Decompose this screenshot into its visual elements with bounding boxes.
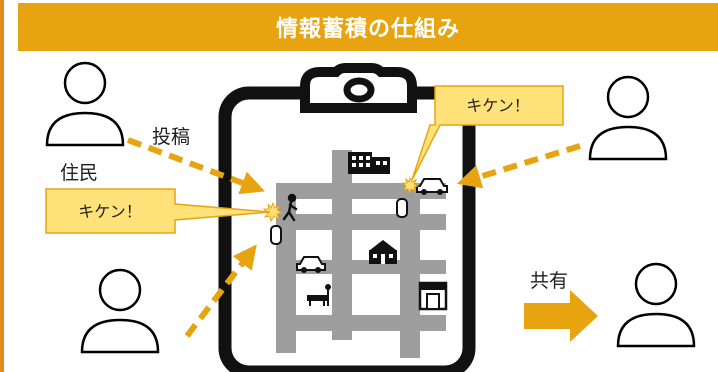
post-label: 投稿 xyxy=(152,126,191,148)
bench-icon xyxy=(307,284,331,306)
callout-top-right: キケン！ xyxy=(411,85,564,181)
post-arrow-right xyxy=(456,143,581,189)
warning-burst-icon xyxy=(262,201,284,223)
car-icon xyxy=(416,178,448,195)
car-icon xyxy=(270,225,282,245)
pedestrian-icon xyxy=(282,193,298,222)
callout-top-right-text: キケン！ xyxy=(466,96,530,115)
school-icon xyxy=(369,240,397,264)
person-icon xyxy=(588,75,668,161)
shop-icon xyxy=(418,281,448,311)
warning-burst-icon xyxy=(401,176,420,195)
callout-left: キケン！ xyxy=(45,188,271,234)
share-arrow xyxy=(524,290,598,342)
left-accent-bar xyxy=(0,0,4,372)
share-label: 共有 xyxy=(530,270,569,292)
page-title: 情報蓄積の仕組み xyxy=(275,17,460,42)
person-icon xyxy=(80,268,160,354)
arrows xyxy=(126,137,581,338)
person-icon xyxy=(616,262,696,348)
map-roads xyxy=(276,150,446,358)
resident-label: 住民 xyxy=(60,162,99,184)
post-arrow xyxy=(126,137,265,195)
building-icon xyxy=(348,152,390,174)
post-arrow-bottom xyxy=(184,244,257,338)
header-banner: 情報蓄積の仕組み xyxy=(18,3,718,51)
person-icon xyxy=(45,61,125,147)
car-icon xyxy=(396,198,408,218)
callout-left-text: キケン！ xyxy=(78,202,142,221)
car-icon xyxy=(296,256,326,273)
